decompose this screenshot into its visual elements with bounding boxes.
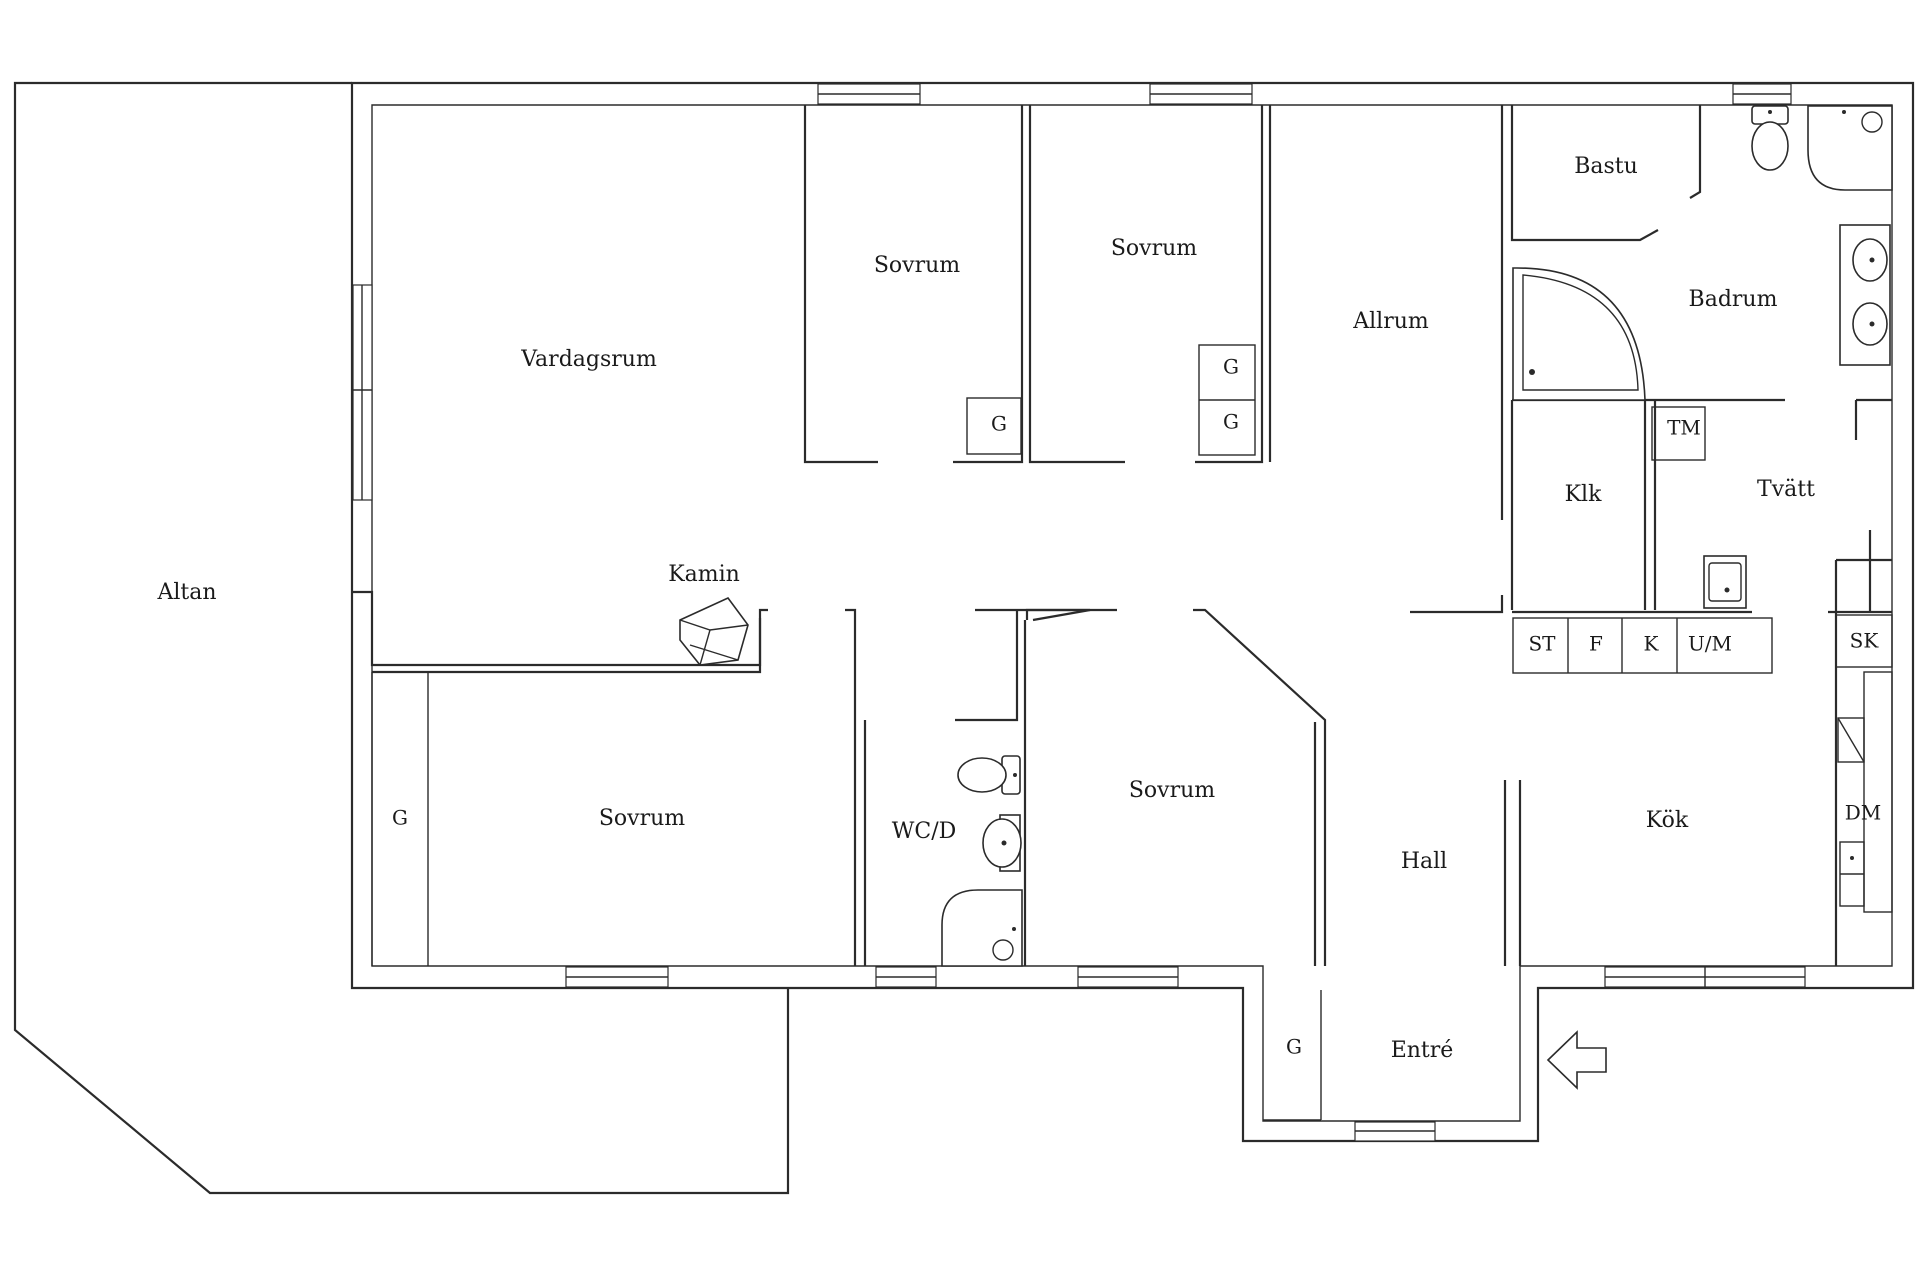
entrance-arrow-icon: [1546, 1030, 1607, 1090]
label-g-sovrum2-bottom: G: [1223, 410, 1239, 434]
label-g-sovrum3: G: [392, 806, 408, 830]
label-g-sovrum2-top: G: [1223, 355, 1239, 379]
label-hall: Hall: [1401, 849, 1447, 874]
label-st: ST: [1528, 632, 1556, 656]
interior-walls: [352, 105, 1892, 966]
label-altan: Altan: [156, 580, 216, 605]
label-sovrum-1: Sovrum: [874, 253, 960, 278]
label-g-entre: G: [1286, 1035, 1302, 1059]
label-k: K: [1644, 632, 1660, 656]
windows: [352, 83, 1806, 1142]
label-kamin: Kamin: [668, 562, 740, 587]
kitchen-counter: [1837, 671, 1893, 913]
altan-outline: [13, 81, 790, 1195]
label-g-sovrum1: G: [991, 412, 1007, 436]
label-bastu: Bastu: [1574, 154, 1638, 179]
storage-units: [371, 344, 1893, 1121]
utility-sink-icon: [1703, 555, 1747, 609]
shower-icon: [941, 889, 1023, 967]
shower-icon: [1807, 105, 1893, 191]
exterior-wall-outer: [350, 81, 1915, 1143]
label-tm: TM: [1667, 416, 1701, 440]
fireplace-icon: [679, 597, 749, 666]
label-wcd: WC/D: [892, 819, 957, 844]
room-labels: Altan Vardagsrum Kamin Sovrum Sovrum Sov…: [156, 154, 1815, 1063]
label-entre: Entré: [1391, 1038, 1454, 1063]
label-sovrum-4: Sovrum: [1129, 778, 1215, 803]
label-sk: SK: [1850, 629, 1880, 653]
label-vardagsrum: Vardagsrum: [520, 347, 657, 372]
label-tvatt: Tvätt: [1757, 477, 1815, 502]
sink-icon: [1839, 224, 1891, 366]
sink-icon: [982, 814, 1022, 872]
label-f: F: [1589, 632, 1603, 656]
label-badrum: Badrum: [1689, 287, 1778, 312]
label-klk: Klk: [1565, 482, 1602, 507]
storage-labels: G G G G G TM ST F K U/M SK DM: [392, 355, 1881, 1059]
label-kok: Kök: [1646, 808, 1689, 833]
toilet-icon: [1751, 105, 1789, 171]
toilet-icon: [957, 755, 1021, 795]
label-sovrum-3: Sovrum: [599, 806, 685, 831]
label-allrum: Allrum: [1352, 309, 1429, 334]
label-sovrum-2: Sovrum: [1111, 236, 1197, 261]
exterior-wall-inner: [371, 104, 1893, 1122]
bathtub-icon: [1512, 267, 1646, 401]
label-um: U/M: [1688, 632, 1732, 656]
label-dm: DM: [1845, 801, 1882, 825]
